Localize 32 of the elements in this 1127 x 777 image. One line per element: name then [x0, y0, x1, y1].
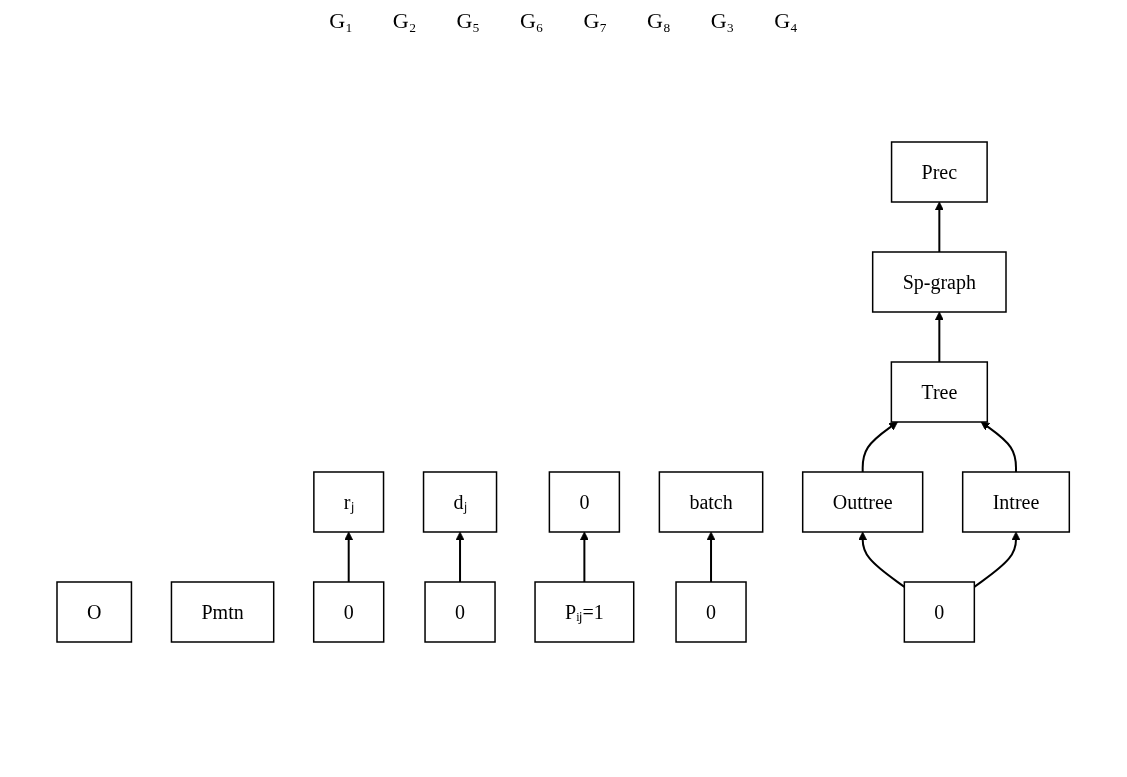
node-box: dⱼ [423, 471, 498, 533]
graph-label: G₈ [647, 8, 671, 34]
graph-label: G₄ [774, 8, 798, 34]
arrow [707, 531, 716, 583]
graph-label: G₅ [456, 8, 480, 34]
node-box: 0 [548, 471, 621, 533]
node-box: Tree [890, 361, 989, 423]
arrow [580, 531, 590, 583]
node-box: 0 [313, 581, 385, 643]
arrow [456, 531, 465, 583]
graph-label: G₇ [583, 8, 608, 34]
arrow [935, 311, 945, 363]
node-box: 0 [675, 581, 748, 643]
node-box: O [56, 581, 133, 643]
node-box: 0 [424, 581, 497, 643]
arrow [935, 201, 945, 253]
node-box: Outtree [802, 471, 924, 533]
node-box: Pmtn [171, 581, 275, 643]
node-box: Intree [962, 471, 1071, 533]
node-box: rⱼ [313, 471, 385, 533]
node-box: Prec [891, 141, 989, 203]
arrow [981, 421, 1018, 473]
node-box: batch [658, 471, 764, 533]
node-box: Pᵢⱼ=1 [534, 581, 635, 643]
graph-label: G₂ [392, 8, 417, 34]
graph-label: G₁ [329, 8, 353, 34]
graph-label: G₃ [710, 8, 735, 34]
node-box: 0 [903, 581, 976, 643]
node-box: Sp-graph [872, 251, 1008, 313]
graph-label: G₆ [519, 8, 544, 34]
arrow [344, 531, 354, 583]
arrow [862, 421, 899, 473]
